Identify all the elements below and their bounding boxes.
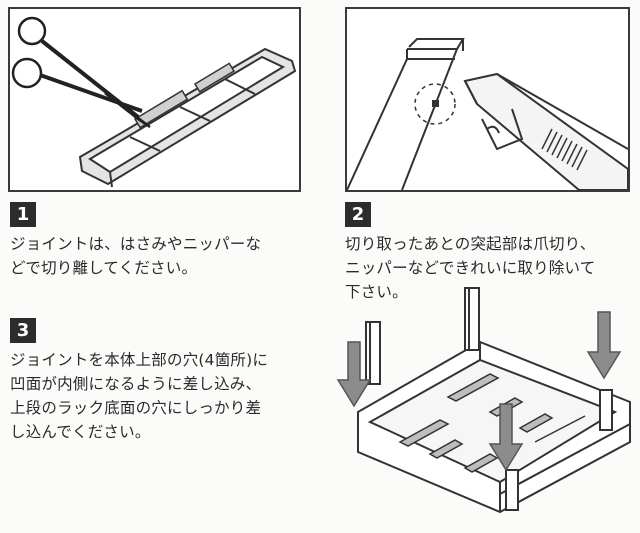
- down-arrow-icon: [336, 311, 622, 472]
- step-1-line-1: ジョイントは、はさみやニッパーな: [10, 235, 262, 253]
- illustration-cut-joint: [8, 7, 301, 192]
- scissors-icon: [11, 16, 151, 129]
- step-3-line-1: ジョイントを本体上部の穴(4箇所)に: [10, 351, 269, 369]
- step-1-instructions: ジョイントは、はさみやニッパーな どで切り離してください。: [10, 232, 261, 280]
- step-number-1: 1: [10, 202, 36, 227]
- step-3-line-2: 凹面が内側になるように差し込み、: [10, 375, 262, 393]
- step-number-2: 2: [345, 202, 371, 227]
- joint-frame-scissors-drawing: [11, 16, 297, 188]
- nipper-icon: [463, 72, 628, 190]
- joint-nipper-drawing: [347, 38, 628, 190]
- step-2-line-2: ニッパーなどできれいに取り除いて: [345, 259, 596, 277]
- step-2-line-1: 切り取ったあとの突起部は爪切り、: [345, 235, 596, 253]
- step-3-line-3: 上段のラック底面の穴にしっかり差: [10, 399, 262, 417]
- step-2-line-3: 下さい。: [345, 283, 408, 301]
- step-2-instructions: 切り取ったあとの突起部は爪切り、 ニッパーなどできれいに取り除いて 下さい。: [345, 232, 595, 304]
- step-3-line-4: し込んでください。: [10, 423, 151, 441]
- step-number-3: 3: [10, 318, 36, 343]
- step-1-line-2: どで切り離してください。: [10, 259, 198, 277]
- step-3-instructions: ジョイントを本体上部の穴(4箇所)に 凹面が内側になるように差し込み、 上段のラ…: [10, 348, 268, 444]
- illustration-trim-nub: [345, 7, 630, 192]
- illustration-insert-joints: [336, 287, 631, 514]
